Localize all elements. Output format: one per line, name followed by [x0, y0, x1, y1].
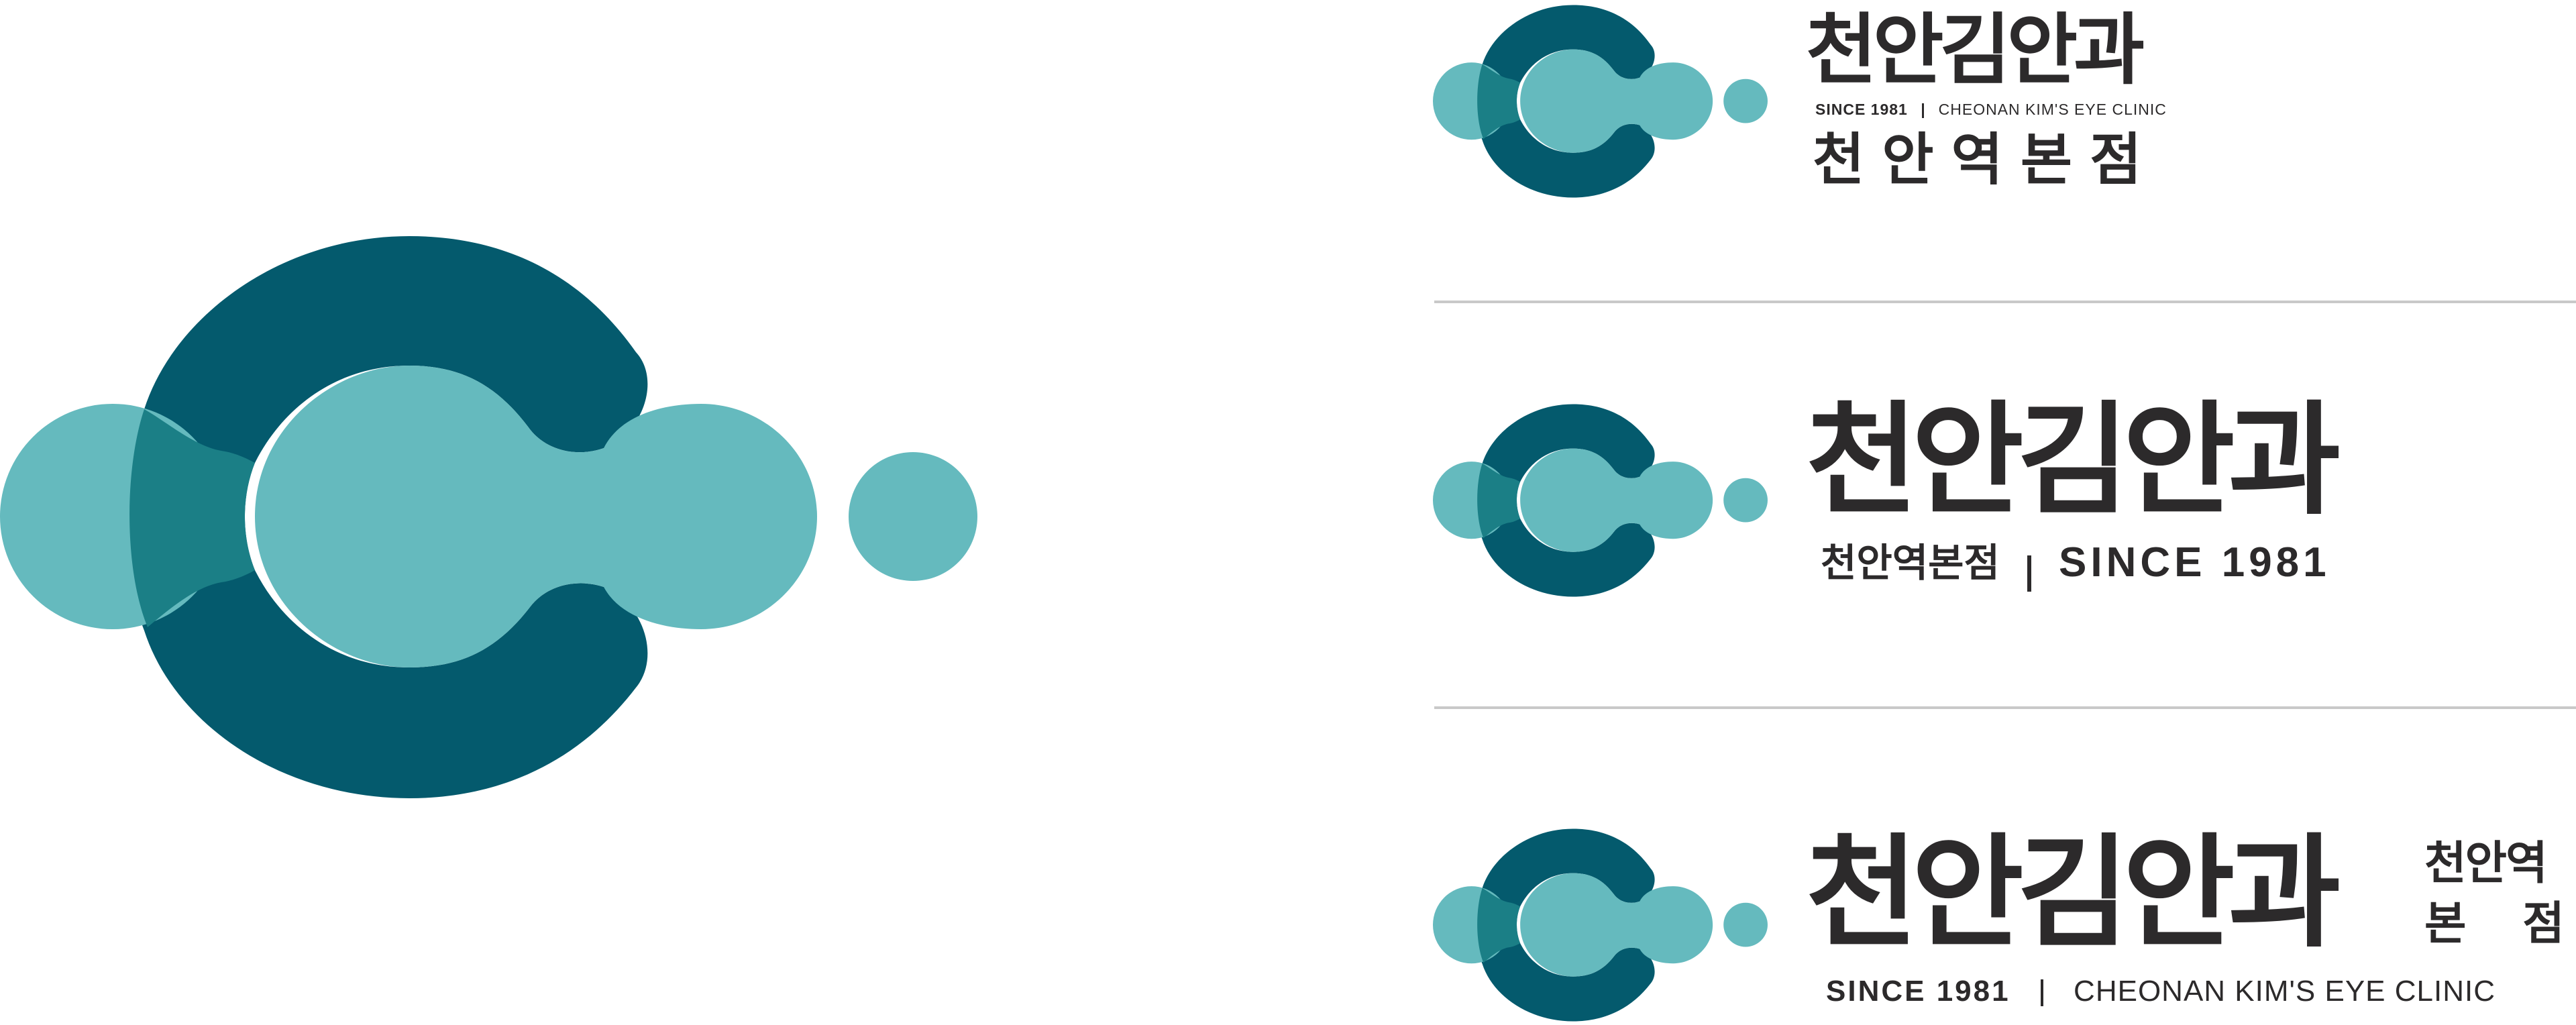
lockup-2-separator [2027, 555, 2031, 592]
lockup-2-since: SINCE 1981 [2059, 539, 2330, 586]
lockup-1-tagline: SINCE 1981 CHEONAN KIM'S EYE CLINIC [1815, 102, 2167, 118]
lockup-3-since: SINCE 1981 [1826, 975, 2010, 1008]
lockup-1-branch-ko: 천안역본점 [1813, 127, 2159, 193]
lockup-3-branch-line1: 천안역 [2424, 837, 2548, 890]
logo-symbol-large [0, 236, 977, 798]
lockup-3-branch-line2: 본 점 [2424, 898, 2576, 951]
lockup-1-since: SINCE 1981 [1815, 101, 1908, 118]
lockup-3-separator [2040, 979, 2043, 1007]
lockup-2-branch-ko: 천안역본점 [1821, 540, 2000, 586]
logo-symbol-lockup-1 [1433, 5, 1768, 198]
logo-symbol-lockup-2 [1433, 404, 1768, 597]
divider-1 [1434, 301, 2576, 303]
lockup-1-name-ko: 천안김안과 [1806, 5, 2145, 95]
lockup-3-tagline: SINCE 1981 CHEONAN KIM'S EYE CLINIC [1826, 975, 2496, 1008]
lockup-3-name-ko: 천안김안과 [1806, 822, 2341, 964]
divider-2 [1434, 706, 2576, 709]
lockup-3-name-en: CHEONAN KIM'S EYE CLINIC [2074, 975, 2496, 1008]
lockup-2-tagline: 천안역본점 SINCE 1981 [1821, 542, 2330, 592]
lockup-1-name-en: CHEONAN KIM'S EYE CLINIC [1938, 101, 2167, 118]
lockup-1-separator [1922, 103, 1925, 118]
lockup-2-name-ko: 천안김안과 [1806, 389, 2341, 531]
logo-symbol-lockup-3 [1433, 828, 1768, 1022]
